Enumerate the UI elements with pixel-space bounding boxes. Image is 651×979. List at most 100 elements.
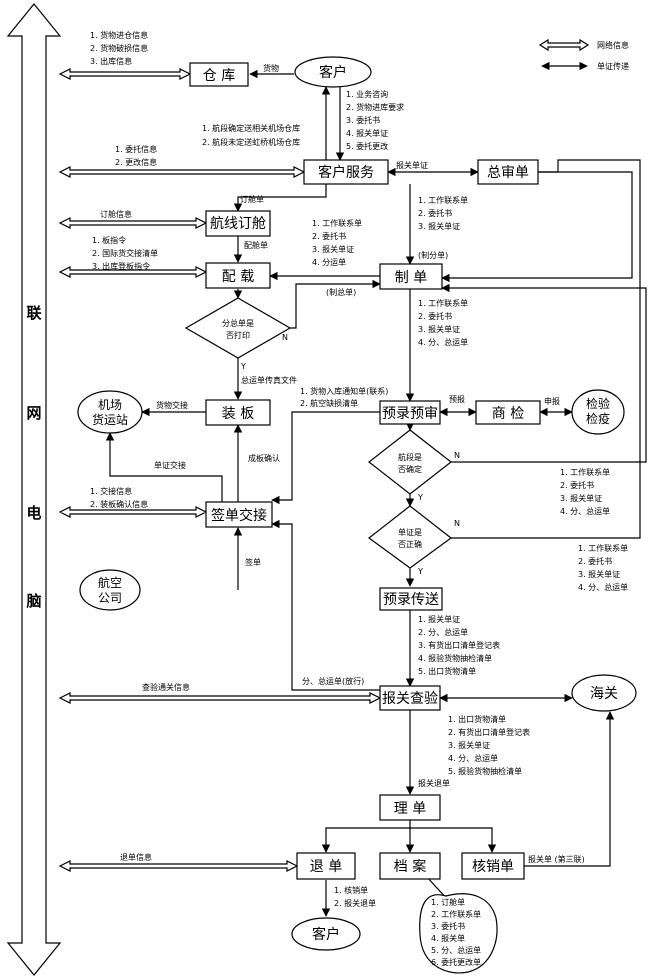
dingcang-info-label: 订舱信息 (100, 209, 132, 219)
zhidan-yulu-label: 1. 工作联系单 2. 委托书 3. 报关单证 4. 分、总运单 (418, 298, 468, 347)
n-mark: N (282, 333, 288, 342)
svg-text:3. 报关单证: 3. 报关单证 (448, 740, 490, 750)
node-kehu-bottom: 客户 (291, 917, 361, 951)
sidebar-char: 脑 (26, 592, 41, 610)
y-mark: Y (240, 362, 246, 371)
node-zongshen: 总审单 (477, 159, 539, 185)
y-mark: Y (417, 493, 423, 502)
svg-text:1. 核销单: 1. 核销单 (334, 885, 368, 895)
svg-text:1. 工作联系单: 1. 工作联系单 (312, 218, 362, 228)
node-hangkong: 航空 公司 (79, 569, 141, 611)
svg-text:2. 装板确认信息: 2. 装板确认信息 (90, 499, 148, 509)
chengban-label: 成板确认 (248, 453, 280, 463)
svg-text:2. 分、总运单: 2. 分、总运单 (418, 627, 468, 637)
sidebar-char: 网 (26, 404, 41, 422)
svg-text:客户服务: 客户服务 (318, 164, 374, 181)
svg-text:2. 委托书: 2. 委托书 (560, 480, 594, 490)
baoguan-danzheng-label: 报关单证 (396, 160, 428, 170)
svg-text:机场: 机场 (98, 398, 122, 412)
svg-text:2. 委托书: 2. 委托书 (578, 556, 612, 566)
fuwu-zhidan-label: 1. 工作联系单 2. 委托书 3. 报关单证 (418, 195, 468, 231)
svg-text:1. 工作联系单: 1. 工作联系单 (560, 467, 610, 477)
svg-text:2. 航段未定送虹桥机场仓库: 2. 航段未定送虹桥机场仓库 (202, 137, 300, 147)
node-jianyan: 检验 检疫 (571, 389, 625, 435)
svg-text:3. 出库登板指令: 3. 出库登板指令 (92, 261, 150, 271)
legend-network-label: 网络信息 (597, 40, 629, 50)
svg-text:4. 报验货物抽检清单: 4. 报验货物抽检清单 (418, 653, 492, 663)
svg-text:海关: 海关 (590, 686, 618, 702)
y-mark: Y (417, 567, 423, 576)
svg-text:3. 报关单证: 3. 报关单证 (312, 244, 354, 254)
svg-text:航段是: 航段是 (398, 452, 422, 462)
baoguan-tuidan-label: 报关退单 (418, 778, 450, 788)
svg-text:1. 工作联系单: 1. 工作联系单 (418, 195, 468, 205)
svg-text:核销单: 核销单 (472, 859, 514, 875)
node-cangku: 仓 库 (189, 62, 249, 87)
svg-text:4. 报关单: 4. 报关单 (431, 933, 465, 943)
svg-text:4. 分、总运单: 4. 分、总运单 (560, 506, 610, 516)
node-lidan: 理 单 (379, 794, 441, 821)
svg-text:2. 委托书: 2. 委托书 (418, 311, 452, 321)
svg-text:1. 出口货物清单: 1. 出口货物清单 (448, 714, 506, 724)
svg-text:否确定: 否确定 (398, 464, 422, 474)
svg-text:3. 有货出口清单登记表: 3. 有货出口清单登记表 (418, 640, 500, 650)
svg-text:1. 订舱单: 1. 订舱单 (431, 897, 465, 907)
svg-text:2. 报关退单: 2. 报关退单 (334, 898, 376, 908)
n-mark: N (454, 519, 460, 528)
yulu-left-label: 1. 货物入库通知单(联系) 2. 航空缺损清单 (300, 386, 388, 408)
node-hangxian: 航线订舱 (205, 210, 271, 237)
svg-text:否正确: 否正确 (398, 539, 422, 549)
fenzong-fangxing-label: 分、总运单(放行) (302, 676, 364, 686)
svg-text:预录传送: 预录传送 (383, 592, 439, 608)
svg-text:2. 航空缺损清单: 2. 航空缺损清单 (300, 398, 358, 408)
svg-text:2. 有货出口清单登记表: 2. 有货出口清单登记表 (448, 727, 530, 737)
sidebar-char: 电 (26, 504, 41, 522)
svg-text:4. 分、总运单: 4. 分、总运单 (418, 337, 468, 347)
node-kehu-top: 客户 (294, 56, 372, 88)
svg-text:1. 货物入库通知单(联系): 1. 货物入库通知单(联系) (300, 386, 388, 396)
node-qiandan: 签单交接 (205, 501, 273, 528)
node-dangan: 档 案 (379, 852, 441, 880)
node-haiguan: 海关 (571, 674, 637, 712)
svg-text:检疫: 检疫 (586, 411, 610, 426)
node-danzheng-decision: 单证是 否正确 (368, 505, 452, 569)
peicang-dan-label: 配舱单 (244, 240, 268, 250)
svg-text:2. 委托书: 2. 委托书 (312, 231, 346, 241)
svg-text:公司: 公司 (98, 591, 122, 605)
svg-text:客户: 客户 (312, 926, 340, 943)
svg-text:4. 报关单证: 4. 报关单证 (346, 128, 388, 138)
svg-text:4. 分、总运单: 4. 分、总运单 (578, 582, 628, 592)
svg-text:签单交接: 签单交接 (211, 507, 267, 524)
tuidan-info-label: 退单信息 (120, 852, 152, 862)
svg-text:3. 报关单证: 3. 报关单证 (418, 324, 460, 334)
legend-network-arrow (538, 38, 590, 52)
svg-text:报关查验: 报关查验 (382, 691, 438, 707)
svg-text:1. 工作联系单: 1. 工作联系单 (578, 543, 628, 553)
danzheng-n-label: 1. 工作联系单 2. 委托书 3. 报关单证 4. 分、总运单 (578, 543, 628, 592)
haiguan-docs-label: 1. 出口货物清单 2. 有货出口清单登记表 3. 报关单证 4. 分、总运单 … (448, 714, 530, 776)
network-arrows (58, 68, 382, 872)
dangan-docs-label: 1. 订舱单 2. 工作联系单 3. 委托书 4. 报关单 5. 分、总运单 6… (431, 897, 481, 967)
svg-text:总审单: 总审单 (487, 165, 529, 181)
node-hangban-decision: 航段是 否确定 (368, 429, 452, 495)
peizai-info-label: 1. 板指令 2. 国际货交接清单 3. 出库登板指令 (92, 235, 158, 271)
hangban-n-label: 1. 工作联系单 2. 委托书 3. 报关单证 4. 分、总运单 (560, 467, 610, 516)
svg-text:5. 出口货物清单: 5. 出口货物清单 (418, 666, 476, 676)
svg-text:分总单是: 分总单是 (222, 318, 254, 328)
legend-document-label: 单证传递 (597, 61, 629, 71)
qiandan-info-label: 1. 交接信息 2. 装板确认信息 (90, 486, 148, 509)
node-shangjian: 商 检 (475, 400, 541, 425)
yubao-label: 预报 (449, 394, 465, 404)
node-kehu-fuwu: 客户服务 (303, 159, 389, 185)
svg-text:商 检: 商 检 (492, 406, 524, 422)
qiandan-label: 签单 (245, 557, 261, 567)
svg-text:1. 板指令: 1. 板指令 (92, 235, 126, 245)
zhi-zongdan-label: (制总单) (326, 287, 356, 297)
svg-text:5. 分、总运单: 5. 分、总运单 (431, 945, 481, 955)
svg-text:3. 委托书: 3. 委托书 (346, 115, 380, 125)
connectors (105, 69, 647, 917)
svg-text:2. 货物进库要求: 2. 货物进库要求 (346, 102, 404, 112)
svg-text:4. 分、总运单: 4. 分、总运单 (448, 753, 498, 763)
dingcang-dan-label: 订舱单 (240, 194, 264, 204)
svg-text:3. 报关单证: 3. 报关单证 (418, 221, 460, 231)
